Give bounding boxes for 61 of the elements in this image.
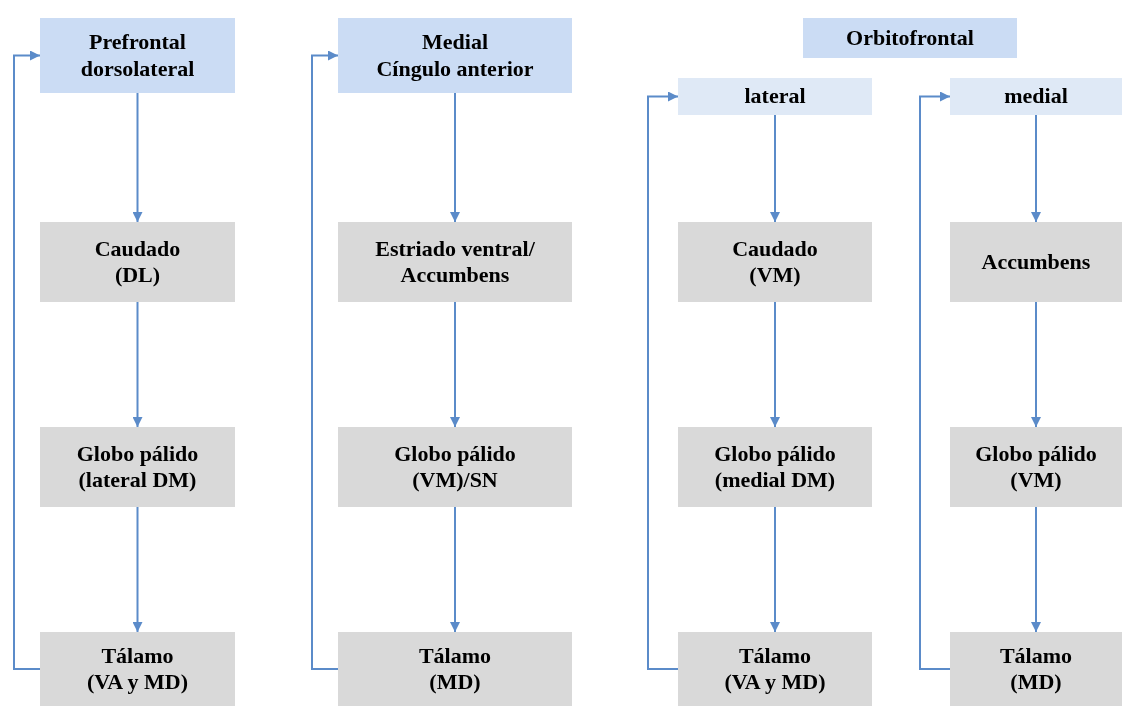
structure-box [338,427,572,507]
arrow [450,92,460,223]
arrow [450,301,460,428]
structure-box [678,632,872,706]
arrow [770,301,780,428]
box-label: (MD) [429,669,481,696]
box-label: lateral [744,83,806,110]
arrow [1031,114,1041,223]
box-label: Globo pálido [76,440,199,467]
box-label: Caudado [732,235,818,262]
box-label: (lateral DM) [78,467,197,494]
cortex-box [678,78,872,115]
arrow [770,506,780,633]
box-label: Prefrontal dorsolateral [79,29,196,82]
arrow [13,50,41,670]
box-label: Medial [422,29,488,56]
box-label: (DL) [114,262,161,289]
arrow [647,91,679,670]
arrow [132,506,143,633]
box-label: Globo pálido [394,440,516,467]
arrow [132,301,143,428]
arrow [919,91,951,670]
box-label: (medial DM) [714,467,836,494]
cortex-box [950,78,1122,115]
structure-box [678,427,872,507]
box-label: Orbitofrontal [846,24,974,52]
box-label: Tálamo [418,642,492,669]
cortex-box [40,18,235,93]
structure-box [40,427,235,507]
structure-box [40,632,235,706]
arrow [770,114,780,223]
box-label: Globo pálido [975,440,1097,467]
box-label: Accumbens [981,248,1091,276]
arrow [450,506,460,633]
box-label: (VA y MD) [87,669,188,696]
structure-box [338,632,572,706]
arrow [1031,301,1041,428]
box-label: Cíngulo anterior [376,55,534,82]
box-label: (VA y MD) [724,669,826,696]
arrow [311,50,339,670]
arrow [1031,506,1041,633]
box-label: Caudado [94,235,181,262]
box-label: Tálamo [999,642,1073,669]
arrow [132,92,143,223]
box-label: medial [1004,83,1068,110]
cortex-box [338,18,572,93]
cortex-box [803,18,1017,58]
box-label: Estriado ventral/ Accumbens [374,235,536,289]
structure-box [950,632,1122,706]
box-label: Globo pálido [714,440,836,467]
structure-box [40,222,235,302]
box-label: Tálamo [738,642,812,669]
box-label: (VM) [1010,467,1062,494]
structure-box [950,427,1122,507]
structure-box [678,222,872,302]
box-label: (VM)/SN [412,467,498,494]
box-label: Tálamo [101,642,174,669]
box-label: (VM) [749,262,801,289]
box-label: (MD) [1010,669,1062,696]
structure-box [338,222,572,302]
structure-box [950,222,1122,302]
